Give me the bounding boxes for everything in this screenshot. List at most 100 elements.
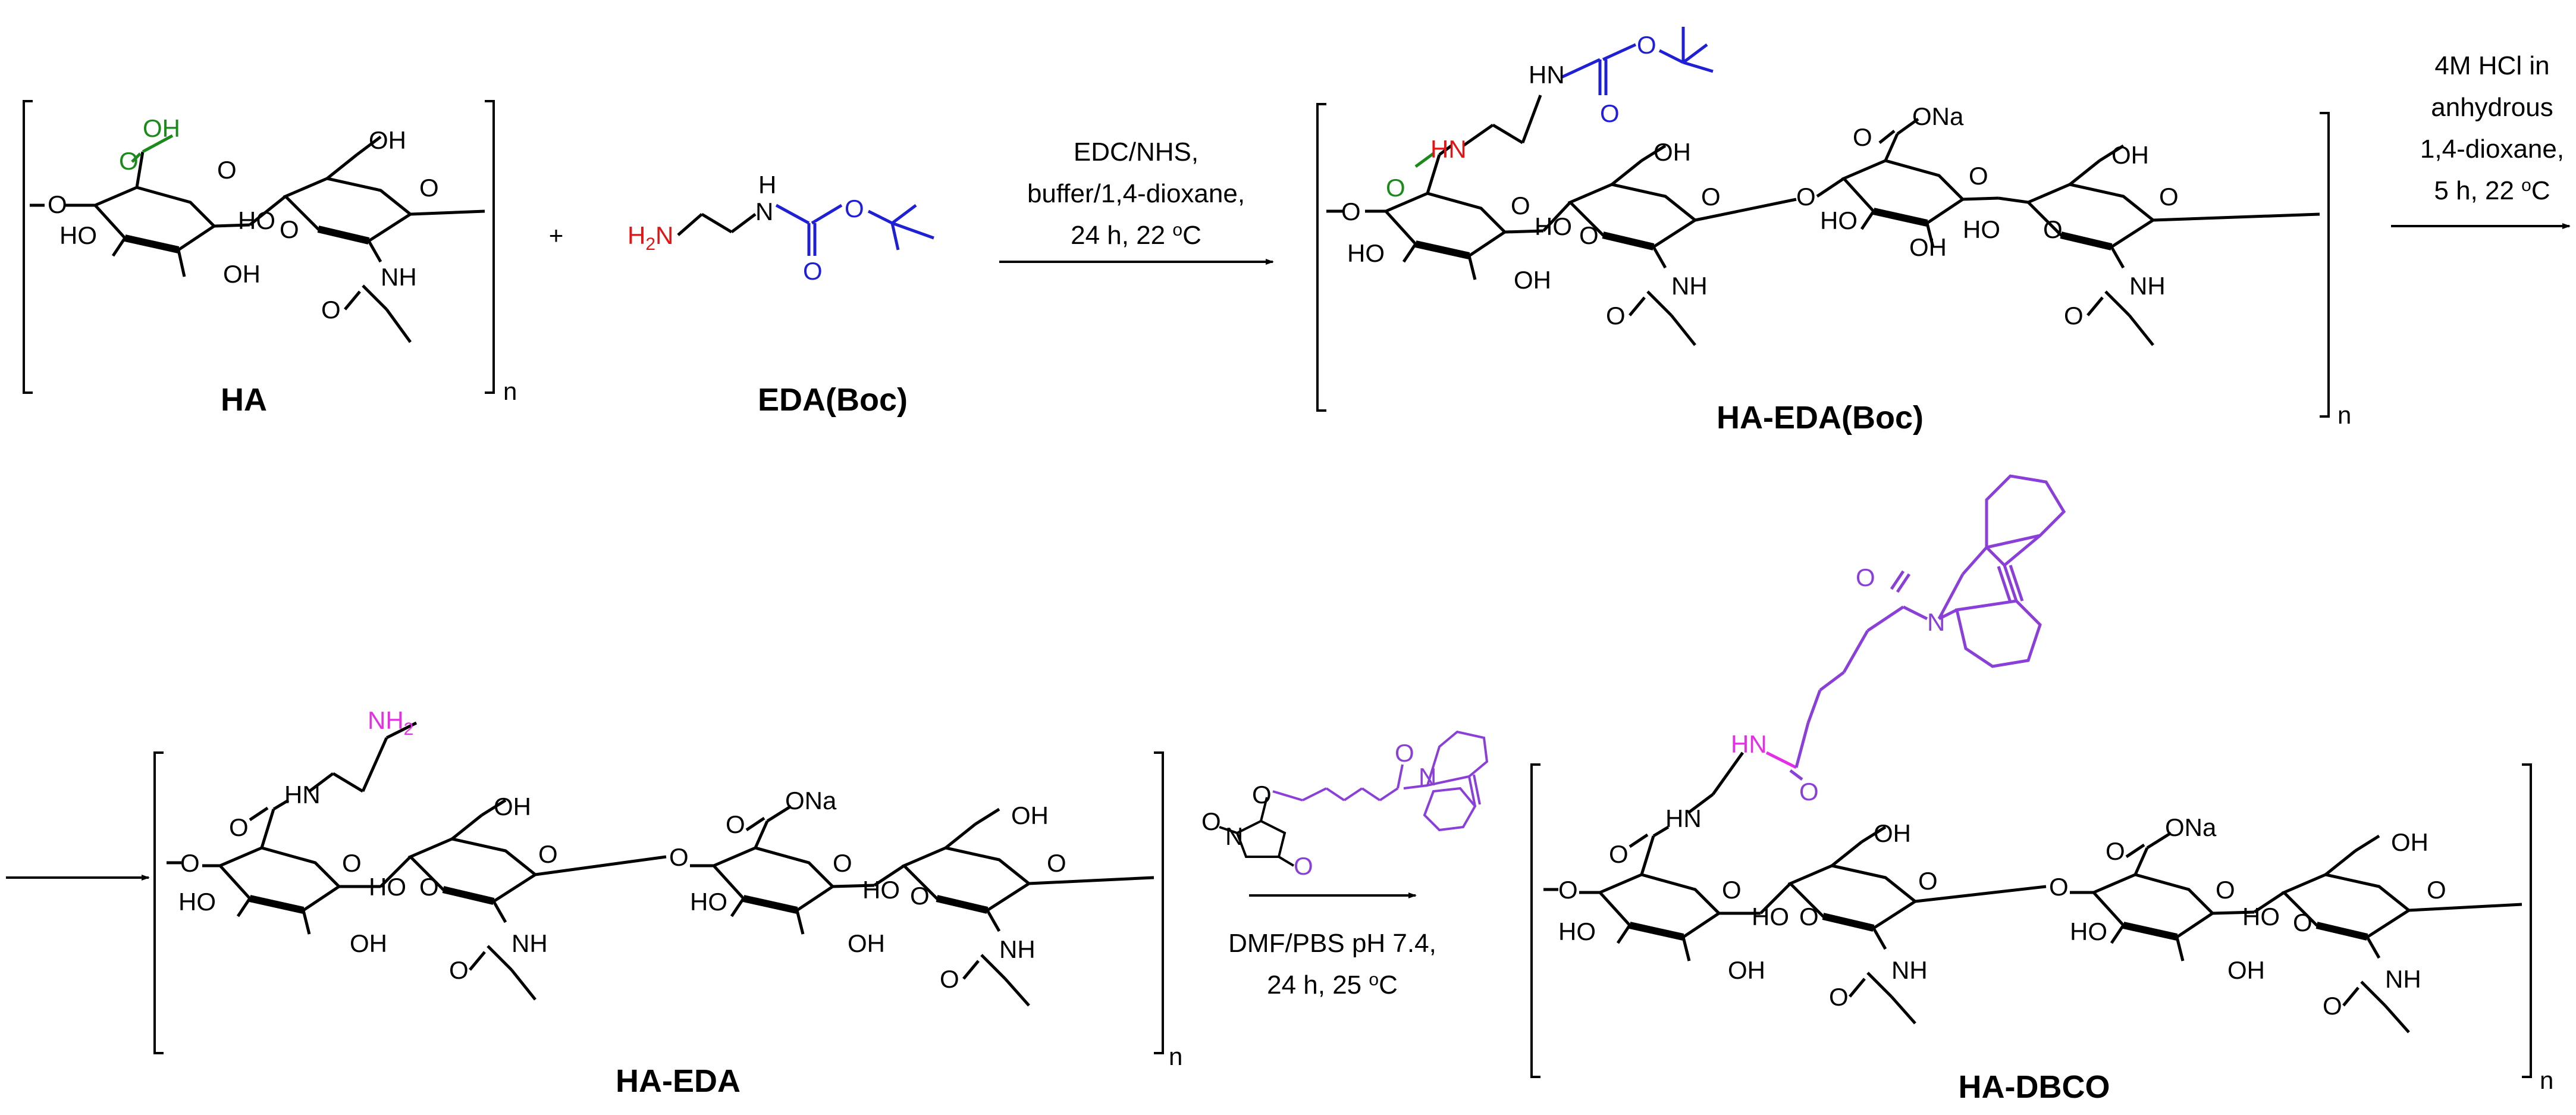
- ha-eda-bracket-left: [153, 751, 164, 1054]
- ha-dbco-carboxylate-o: O: [2106, 837, 2125, 865]
- ha-dbco-labels: O N O HN HN O O HO O OH HO O OH O NH O O…: [1558, 563, 2446, 1020]
- ha-repeat-n: n: [503, 377, 517, 405]
- ha-bracket-right: [485, 100, 495, 394]
- ha-eda-boc-acetyl-o-2: O: [2064, 302, 2084, 330]
- ha-eda-boc-o-3: O: [1796, 183, 1816, 211]
- ha-eda-boc-bracket-right: [2320, 112, 2330, 418]
- ha-structure: [30, 134, 485, 343]
- ha-eda-boc-nh-1: NH: [1671, 272, 1708, 300]
- ha-dbco-bracket-right: [2522, 763, 2532, 1078]
- ha-eda-boc-boc-o2: O: [1637, 31, 1656, 59]
- ha-ho-1: HO: [59, 221, 97, 249]
- step-2-line-3: 1,4-dioxane,: [2420, 134, 2564, 164]
- ha-eda-boc-ho-1: HO: [1347, 239, 1385, 267]
- row-2: n: [6, 474, 2553, 1105]
- ha-eda-o-3: O: [669, 843, 689, 871]
- ha-oh-1: OH: [223, 260, 261, 288]
- ha-eda-boc-acetyl-o-1: O: [1606, 302, 1626, 330]
- dbco-nhs-o-1: O: [1201, 807, 1221, 835]
- step-2-line-2: anhydrous: [2431, 93, 2553, 122]
- ha-dbco-hn: HN: [1665, 804, 1702, 832]
- ha-acetyl-o: O: [321, 296, 341, 324]
- ha-eda-boc-oh-2: OH: [1653, 138, 1691, 166]
- ha-dbco-dbco-n: N: [1927, 608, 1945, 636]
- ha-eda-hn: HN: [284, 781, 321, 809]
- eda-boc-structure: [677, 203, 934, 256]
- ha-eda-boc-hn-top: HN: [1529, 61, 1565, 89]
- ha-dbco-dbco-carbonyl-o: O: [1856, 563, 1875, 591]
- row-1: n O HO: [23, 27, 2571, 436]
- ha-eda-ho-3: HO: [690, 888, 727, 916]
- ha-dbco-o-4: O: [2293, 909, 2313, 937]
- ha-eda-o-2: O: [419, 873, 439, 901]
- dbco-nhs-o-4: O: [1395, 739, 1414, 767]
- ha-eda-boc-amide-o: O: [1386, 174, 1405, 202]
- label-ha-eda: HA-EDA: [616, 1063, 741, 1099]
- ha-ho-2: HO: [238, 206, 275, 234]
- ha-dbco-structure: [1543, 474, 2522, 1033]
- step-3-line-2: 24 h, 25 oC: [1267, 970, 1398, 1000]
- ha-eda-boc-ho-3: HO: [1820, 206, 1858, 234]
- label-eda-boc: EDA(Boc): [758, 382, 908, 418]
- dbco-nhs-o-2: O: [1252, 781, 1272, 809]
- ha-o-bridge: O: [280, 215, 299, 243]
- ha-eda-acetyl-o-1: O: [449, 956, 469, 984]
- ha-dbco-oh-3: OH: [2227, 956, 2265, 984]
- ha-eda-ring-o-2: O: [538, 840, 558, 868]
- step-2-conditions: 4M HCl in anhydrous 1,4-dioxane, 5 h, 22…: [2420, 51, 2564, 205]
- ha-dbco-amide-o: O: [1609, 840, 1629, 868]
- ha-eda-oh-3: OH: [848, 929, 885, 957]
- ha-eda-boc-o-2: O: [1579, 221, 1599, 249]
- step-1-line-2: buffer/1,4-dioxane,: [1027, 179, 1245, 208]
- ha-dbco-linker-o: O: [1799, 778, 1819, 806]
- ha-eda-boc-boc-o1: O: [1600, 99, 1620, 127]
- ha-dbco-repeat-n: n: [2540, 1066, 2553, 1094]
- step-1-line-3: 24 h, 22 oC: [1071, 220, 1201, 250]
- ha-ring-o-2: O: [419, 174, 439, 202]
- ha-dbco-ona: ONa: [2165, 813, 2217, 841]
- ha-ch2oh: OH: [369, 126, 406, 154]
- ha-eda-ring-o-3: O: [833, 849, 852, 877]
- eda-n: N: [755, 198, 773, 225]
- ha-eda-amide-o: O: [229, 813, 249, 841]
- eda-ester-o: O: [845, 195, 864, 223]
- ha-eda-boc-o-1: O: [1341, 198, 1361, 225]
- ha-eda-ho-1: HO: [178, 888, 216, 916]
- ha-eda-ring-o-1: O: [342, 849, 362, 877]
- ha-eda-o-4: O: [910, 882, 930, 910]
- ha-ring-o-1: O: [217, 156, 237, 184]
- ha-eda-boc-oh-4: OH: [2111, 141, 2149, 169]
- ha-dbco-ho-2: HO: [1752, 903, 1789, 931]
- dbco-nhs-labels: O O N O O N: [1201, 739, 1436, 880]
- label-ha: HA: [221, 382, 267, 418]
- label-ha-dbco: HA-DBCO: [1959, 1069, 2110, 1105]
- ha-dbco-ring-o-2: O: [1918, 867, 1938, 895]
- ha-dbco-ring-o-1: O: [1722, 876, 1742, 904]
- ha-eda-boc-ho-4: HO: [1963, 215, 2000, 243]
- ha-bracket-left: [23, 100, 33, 394]
- dbco-nhs-o-3: O: [1294, 852, 1313, 880]
- ha-eda-boc-ona: ONa: [1912, 102, 1964, 130]
- ha-eda-carboxylate-o: O: [726, 810, 745, 838]
- ha-eda-boc-oh-3: OH: [1909, 233, 1947, 261]
- step-1-conditions: EDC/NHS, buffer/1,4-dioxane, 24 h, 22 oC: [1027, 137, 1245, 250]
- ha-dbco-oh-4: OH: [2391, 828, 2428, 856]
- ha-dbco-o-1: O: [1558, 876, 1578, 904]
- ha-eda-boc-ring-o-1: O: [1511, 192, 1530, 220]
- ha-eda-bracket-right: [1154, 751, 1164, 1054]
- eda-boc-labels: H2N H N O O: [627, 171, 864, 285]
- ha-eda-nh2: NH2: [368, 706, 413, 739]
- ha-eda-labels: NH2 HN O O HO O OH HO O OH O NH O O ONa …: [178, 706, 1066, 993]
- label-ha-eda-boc: HA-EDA(Boc): [1717, 400, 1924, 436]
- ha-eda-boc-ring-o-4: O: [2159, 183, 2179, 211]
- ha-eda-boc-nh-2: NH: [2129, 272, 2166, 300]
- step-2-line-4: 5 h, 22 oC: [2434, 176, 2550, 205]
- ha-dbco-nh-1: NH: [1891, 956, 1928, 984]
- ha-dbco-ho-3: HO: [2070, 917, 2107, 945]
- ha-eda-boc-repeat-n: n: [2337, 401, 2351, 429]
- ha-dbco-acetyl-o-2: O: [2323, 992, 2342, 1020]
- step-1-line-1: EDC/NHS,: [1074, 137, 1198, 167]
- ha-eda-boc-labels: HN O O HN O O HO O OH HO O OH O NH O O O…: [1341, 31, 2179, 330]
